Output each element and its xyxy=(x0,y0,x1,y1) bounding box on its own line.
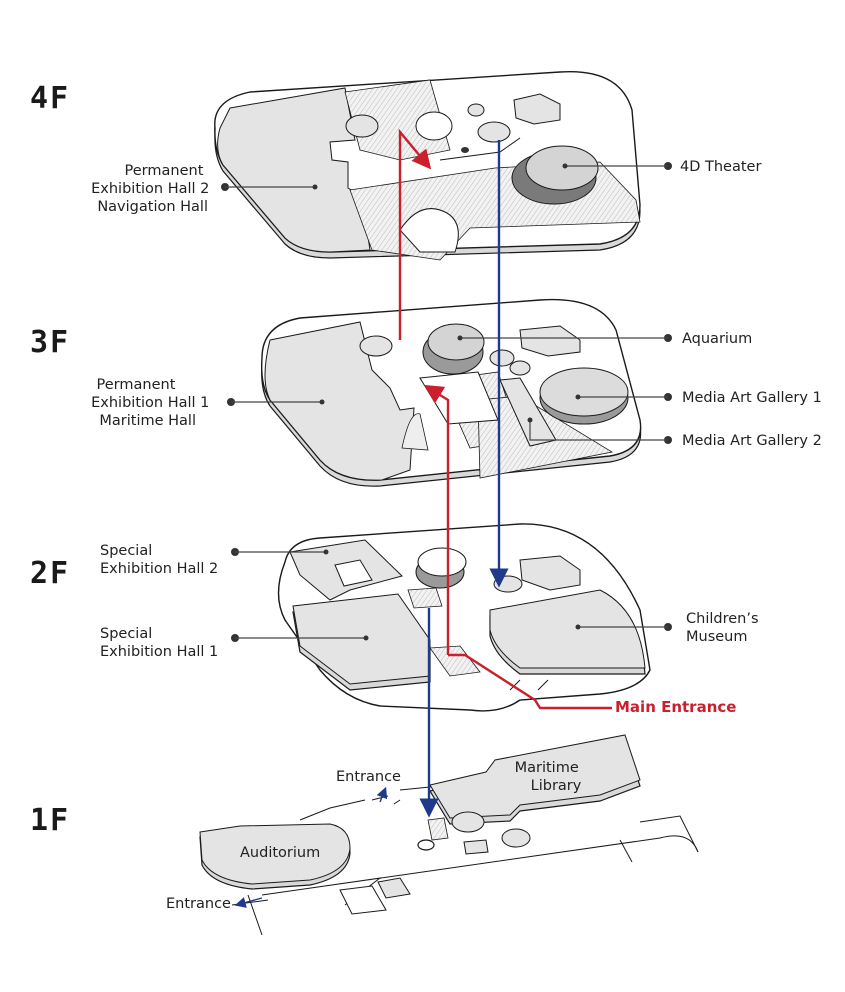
label-permanent-hall-2: Permanent Exhibition Hall 2 Navigation H… xyxy=(91,163,214,215)
leader-2f-special2 xyxy=(231,548,329,556)
floor-2f xyxy=(277,523,651,712)
label-aquarium: Aquarium xyxy=(682,331,752,347)
leader-4f-left xyxy=(221,183,318,191)
label-entrance-top[interactable]: Entrance xyxy=(336,769,401,785)
entrance-bottom-arrow xyxy=(234,897,263,908)
label-special-hall-2: Special Exhibition Hall 2 xyxy=(100,543,218,577)
room-childrens-museum[interactable] xyxy=(489,589,646,669)
label-4d-theater: 4D Theater xyxy=(680,159,761,175)
leader-4f-right xyxy=(562,162,672,170)
floor-4f xyxy=(214,70,641,261)
label-entrance-bottom[interactable]: Entrance xyxy=(166,896,231,912)
room-auditorium[interactable] xyxy=(199,823,351,885)
floor-3f xyxy=(260,298,642,487)
floor-label-2f: 2F xyxy=(30,556,70,591)
label-special-hall-1: Special Exhibition Hall 1 xyxy=(100,626,218,660)
label-maritime-library: Maritime Library xyxy=(515,760,584,794)
label-permanent-hall-1: Permanent Exhibition Hall 1 Maritime Hal… xyxy=(91,377,214,429)
leader-3f-left xyxy=(227,398,325,406)
floor-label-1f: 1F xyxy=(30,803,70,838)
floor-label-4f: 4F xyxy=(30,81,70,116)
label-media-art-gallery-1: Media Art Gallery 1 xyxy=(682,390,822,406)
leader-3f-media1 xyxy=(575,393,672,401)
leader-3f-aquarium xyxy=(457,334,672,342)
leader-2f-special1 xyxy=(231,634,369,642)
label-auditorium: Auditorium xyxy=(240,845,320,861)
room-media-art-gallery-1[interactable] xyxy=(539,367,629,417)
label-childrens-museum: Children’s Museum xyxy=(686,611,763,645)
route-blue xyxy=(419,140,509,818)
floor-label-3f: 3F xyxy=(30,325,70,360)
room-4d-theater[interactable] xyxy=(525,145,599,191)
room-navigation-hall[interactable] xyxy=(217,87,371,253)
leader-2f-children xyxy=(575,623,672,631)
route-red xyxy=(398,128,612,710)
room-aquarium[interactable] xyxy=(427,323,485,361)
label-main-entrance[interactable]: Main Entrance xyxy=(615,698,736,716)
floor-1f xyxy=(199,734,699,936)
label-media-art-gallery-2: Media Art Gallery 2 xyxy=(682,433,822,449)
leader-3f-media2 xyxy=(527,417,672,444)
room-maritime-hall[interactable] xyxy=(264,321,415,481)
entrance-top-arrow xyxy=(376,786,388,803)
